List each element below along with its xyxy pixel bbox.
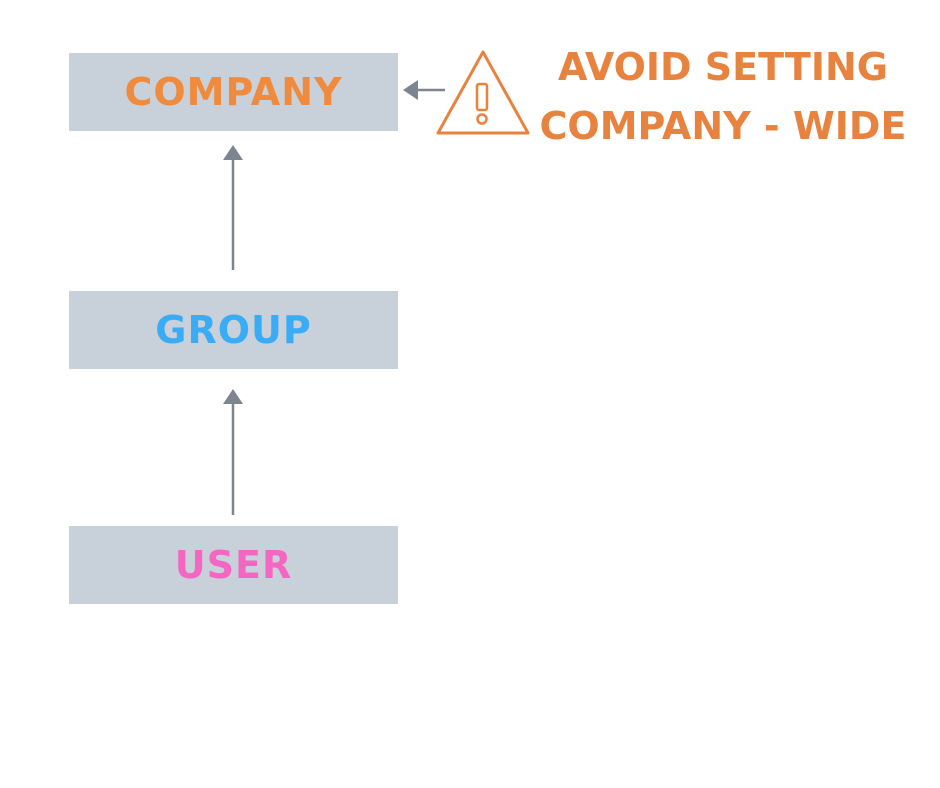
warning-triangle-icon [436,50,530,135]
warning-message: AVOID SETTING COMPANY - WIDE [536,38,910,156]
arrow-group-to-company [223,145,243,270]
company-box: COMPANY [69,53,398,131]
company-label: COMPANY [124,70,343,114]
warning-line-1: AVOID SETTING [558,45,888,89]
user-label: USER [174,543,293,587]
arrow-warning-to-company [403,80,445,100]
group-box: GROUP [69,291,398,369]
arrow-user-to-group [223,389,243,515]
warning-line-2: COMPANY - WIDE [539,104,907,148]
group-label: GROUP [155,308,312,352]
user-box: USER [69,526,398,604]
